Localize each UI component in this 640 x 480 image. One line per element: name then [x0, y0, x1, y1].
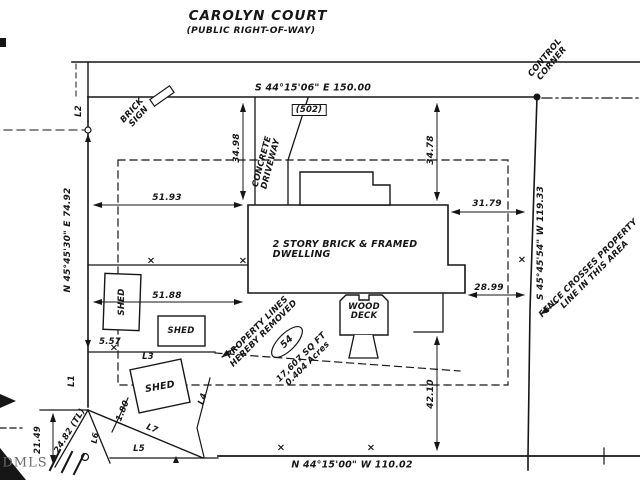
driveway-lines	[254, 97, 309, 206]
dimension-lines	[50, 103, 525, 464]
wood-deck-label: WOOD DECK	[348, 303, 380, 321]
dim-51-88: 51.88	[152, 291, 182, 301]
fence-x-mark: ×	[517, 254, 527, 266]
brick-sign-symbol	[149, 85, 175, 107]
interior-lines	[87, 264, 249, 353]
dim-34-78: 34.78	[426, 135, 436, 165]
fence-x-mark: ×	[366, 442, 376, 454]
dim-42-10: 42.10	[426, 379, 436, 409]
fence-x-mark: ×	[109, 342, 119, 354]
line-label-l1: L1	[67, 375, 77, 387]
wood-deck-outline	[339, 294, 389, 359]
dim-31-79: 31.79	[472, 199, 502, 209]
wood-deck-line2: DECK	[350, 311, 378, 321]
street-line	[71, 61, 640, 98]
wood-deck-line1: WOOD	[348, 302, 380, 312]
dwelling-label: 2 STORY BRICK & FRAMED DWELLING	[273, 240, 418, 260]
dim-28-99: 28.99	[474, 283, 504, 293]
house-number: (502)	[291, 104, 327, 116]
line-label-l3: L3	[142, 352, 154, 362]
lot-number-oval	[271, 326, 303, 358]
line-label-l5: L5	[133, 444, 145, 454]
fence-x-mark: ×	[276, 442, 286, 454]
dwelling-line2: DWELLING	[272, 249, 331, 260]
boundary-lines	[3, 93, 640, 471]
right-of-way-label: (PUBLIC RIGHT-OF-WAY)	[186, 26, 316, 36]
bearing-left: N 45°45'30" E 74.92	[63, 187, 73, 293]
dim-51-93: 51.93	[152, 193, 182, 203]
dwelling-line1: 2 STORY BRICK & FRAMED	[272, 239, 418, 250]
bearing-bottom: N 44°15'00" W 110.02	[291, 459, 413, 471]
bearing-right: S 45°45'54" W 119.33	[536, 185, 546, 301]
scan-artifacts	[0, 38, 26, 480]
corner-cluster-lines	[39, 377, 219, 476]
dim-21-49: 21.49	[33, 426, 43, 454]
leader-arrows	[221, 301, 559, 358]
bearing-top: S 44°15'06" E 150.00	[254, 82, 372, 94]
shed-a-label: SHED	[117, 288, 127, 316]
dim-34-98: 34.98	[232, 133, 242, 163]
dwelling-outline	[247, 171, 466, 333]
shed-b-label: SHED	[167, 326, 195, 336]
street-name: CAROLYN COURT	[188, 8, 328, 24]
watermark: DMLS	[2, 455, 48, 471]
dim-5-57: 5.57	[99, 337, 121, 347]
fence-x-mark: ×	[146, 255, 156, 267]
line-label-l2: L2	[74, 105, 84, 117]
fence-x-mark: ×	[238, 255, 248, 267]
line-label-l6: L6	[89, 431, 101, 445]
